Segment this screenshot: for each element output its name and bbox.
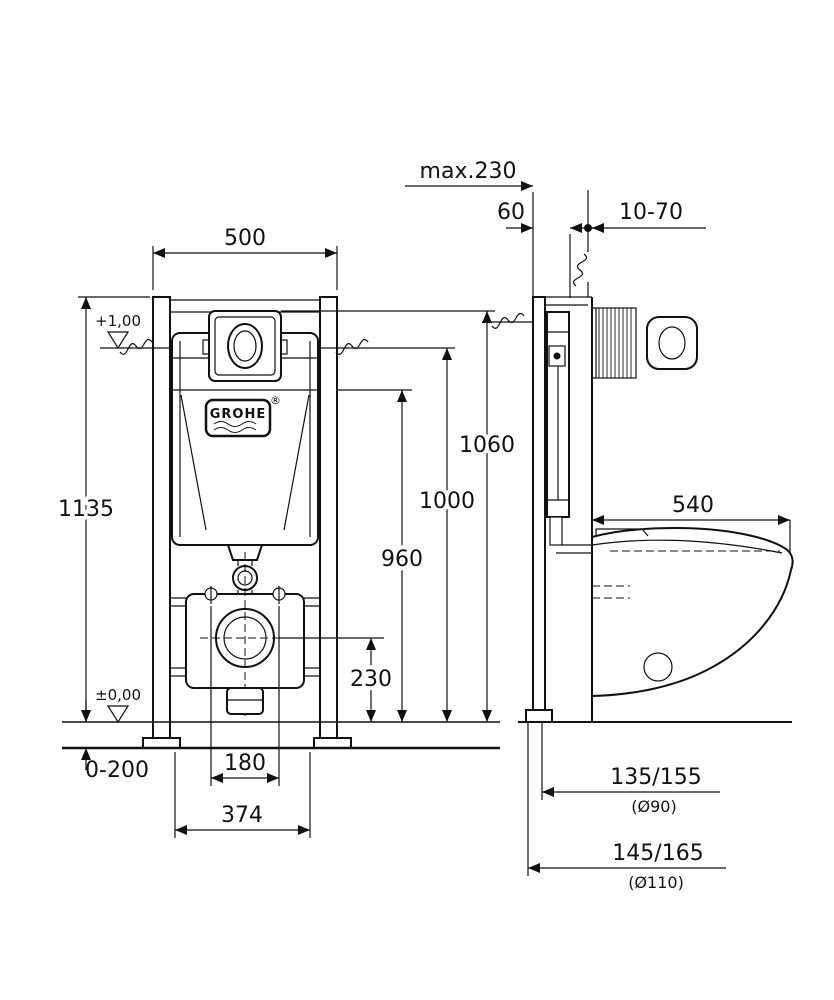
soil-pipe-lines [527,722,543,876]
front-view: GROHE ® [54,226,519,838]
toilet-bowl-side [591,526,794,698]
sleeve-links [592,307,596,379]
dim-180-label: 180 [224,751,266,776]
actuator-plate-side [646,316,698,370]
pipe-stubs [237,560,253,594]
right-rail [319,296,338,739]
bolt-ticks [210,586,280,604]
outlet-bend [226,687,264,715]
flush-plate [202,310,288,382]
dim-540-label: 540 [672,493,714,518]
side-view: max.230 60 10-70 540 135/155 (Ø90) [405,159,794,892]
datum-triangle-top-icon [106,331,130,350]
dim-width-500: 500 [152,226,338,290]
bowl-rim-line [591,539,783,554]
wall-reference-dot [584,224,592,232]
side-break-mark-icon [491,313,525,329]
mounting-module [170,552,320,718]
dim-180-extensions [210,606,280,786]
outlet-110-label: 145/165 [612,841,703,866]
datum-triangle-zero-icon [106,705,130,724]
frame-side-profile [482,296,592,723]
actuator-button [658,326,686,360]
level-top-label: +1,00 [95,312,141,330]
mounting-dashed-lines [592,585,630,599]
outlet-110-dia-label: (Ø110) [628,873,684,892]
registered-mark: ® [270,394,281,407]
dim-500-label: 500 [224,226,266,251]
break-mark-right-icon [335,339,369,355]
actuator-outline [646,316,698,370]
left-rail [152,296,171,739]
brand-badge-outline [204,398,272,438]
dim-max230-label: max.230 [420,159,517,184]
mounting-bolts [204,586,286,604]
sleeve-hatch [598,308,632,378]
outlet-90-dia-label: (Ø90) [631,797,676,816]
flush-button-outer [227,323,263,369]
dim-wall-range: 10-70 [592,200,706,233]
corrugated-sleeve [592,307,637,379]
dim-frame-depth-60: 60 [497,200,597,298]
fill-valve-dot [553,352,561,360]
dim-bowl-depth-540: 540 [592,493,791,552]
dim-0200-label: 0-200 [85,758,149,783]
level-zero-label: ±0,00 [95,686,141,704]
side-foot [525,709,553,723]
brand-label: GROHE [210,407,267,422]
dim-floor-range: 0-200 [81,700,149,783]
side-rail [532,296,546,711]
dim-1135-label: 1135 [58,497,114,522]
wall [573,190,593,722]
sleeve-outline [595,307,637,379]
outlet-90-label: 135/155 [610,765,701,790]
dim-374-extensions [174,752,311,838]
level-datum-zero: ±0,00 [95,686,141,724]
dim-230-label: 230 [350,667,392,692]
bowl-outline [591,526,794,698]
dim-height-1135: 1135 [54,296,150,722]
flush-connector [556,544,592,554]
dim-1000: 1000 [415,348,479,722]
dim-960: 960 [337,389,427,722]
outlet-dim-90: 135/155 (Ø90) [542,765,720,816]
seat-hinge [595,528,649,537]
tank-detail-lines [172,341,318,537]
dim-60-label: 60 [497,200,525,225]
flush-plate-inner [214,316,276,376]
level-datum-top: +1,00 [95,312,141,350]
flush-pipe-side [549,516,563,546]
dim-1060-label: 1060 [459,433,515,458]
wall-break-mark-icon [573,253,587,287]
side-tank-details [547,331,569,501]
module-rail-links [170,597,320,677]
dim-960-label: 960 [381,547,423,572]
flush-plate-tabs [202,339,288,355]
left-foot [142,737,181,749]
right-foot [313,737,352,749]
dim-bolt-spacing-180: 180 [210,606,280,786]
flush-button-inner [233,330,257,362]
break-mark-left-icon [119,339,153,355]
dim-1070-label: 10-70 [619,200,683,225]
dim-1000-label: 1000 [419,489,475,514]
brand-badge: GROHE ® [204,394,281,438]
meter-reference-line [100,339,455,355]
brand-waves-icon [213,421,257,433]
dim-1060: 1060 [281,310,519,722]
dim-374-label: 374 [221,803,263,828]
dim-plate-width-374: 374 [174,752,311,838]
dim-outlet-height-230: 230 [278,637,396,722]
outlet-dim-110: 145/165 (Ø110) [528,841,726,892]
dim-max-depth: max.230 [405,159,534,298]
bowl-outlet-circle [643,652,673,682]
